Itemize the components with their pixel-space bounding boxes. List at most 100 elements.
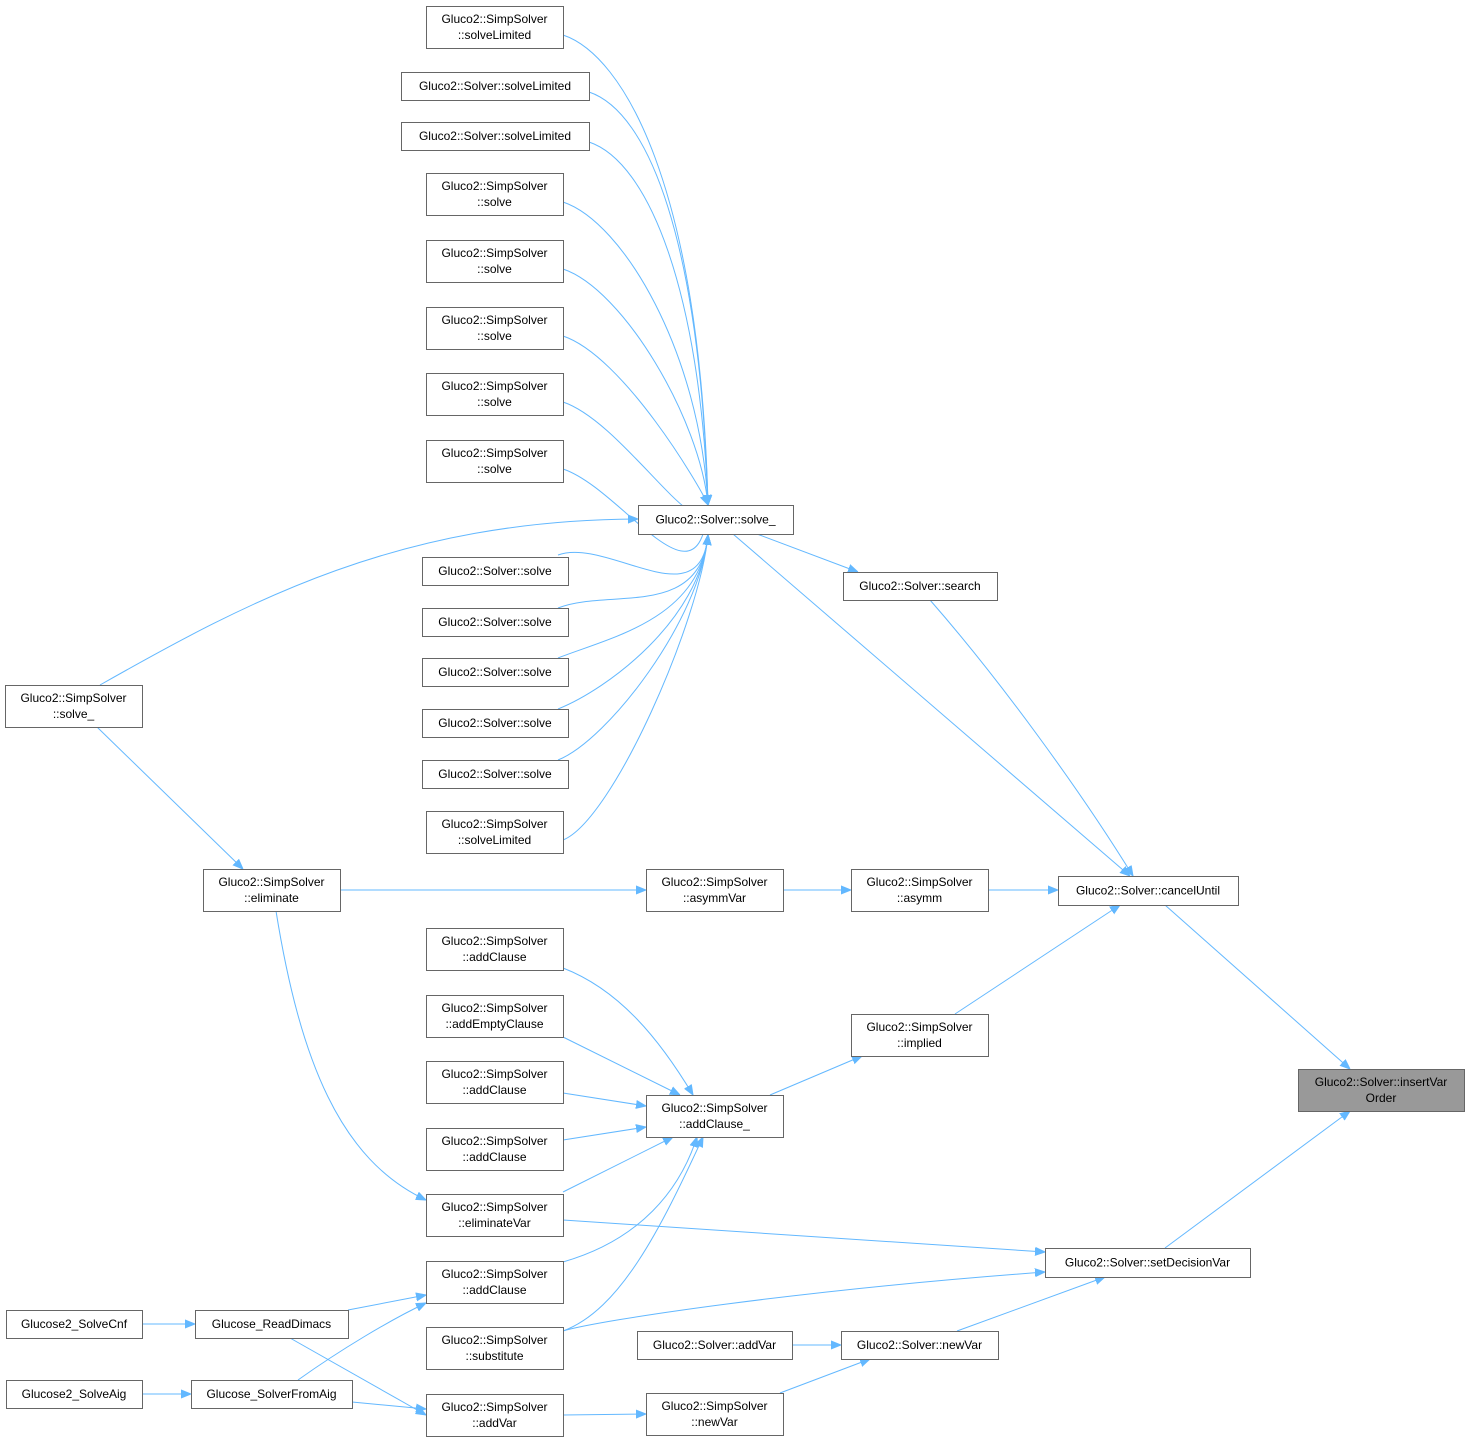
node-read-dimacs[interactable]: Glucose_ReadDimacs [195,1310,349,1339]
node-s-solve4[interactable]: Gluco2::Solver::solve [422,709,569,738]
node-box [6,1310,143,1339]
node-box [5,685,143,728]
node-add-clause2[interactable]: Gluco2::SimpSolver::addClause [426,1061,564,1104]
call-edge [562,1414,646,1415]
node-label: Gluco2::SimpSolver [661,875,767,889]
node-ss-solve5[interactable]: Gluco2::SimpSolver::solve [426,440,564,483]
node-box [203,869,341,912]
node-ss-solve1[interactable]: Gluco2::SimpSolver::solve [426,173,564,216]
node-s-solve1[interactable]: Gluco2::Solver::solve [422,557,569,586]
node-label: ::addClause [462,1283,526,1297]
node-eliminate-var[interactable]: Gluco2::SimpSolver::eliminateVar [426,1194,564,1237]
node-add-var-s[interactable]: Gluco2::Solver::addVar [637,1331,793,1360]
node-ss-solve3[interactable]: Gluco2::SimpSolver::solve [426,307,564,350]
node-label: Gluco2::SimpSolver [441,12,547,26]
node-box [422,760,569,789]
node-ss-solve2[interactable]: Gluco2::SimpSolver::solve [426,240,564,283]
call-edge [588,141,708,505]
call-edge [557,535,708,609]
node-box [6,1380,143,1409]
node-label: Gluco2::Solver::newVar [857,1338,982,1352]
node-new-var[interactable]: Gluco2::Solver::newVar [841,1331,999,1360]
node-box [191,1380,353,1409]
call-edge [557,535,708,575]
node-ss-solve-limited1[interactable]: Gluco2::SimpSolver::solveLimited [426,6,564,49]
node-label: Gluco2::Solver::setDecisionVar [1065,1256,1230,1270]
node-label: ::addClause_ [679,1117,750,1131]
node-label: Gluco2::SimpSolver [441,1333,547,1347]
call-edge [562,1137,697,1263]
call-edge [562,401,708,515]
node-label: Gluco2::Solver::addVar [653,1338,776,1352]
node-box [401,122,590,151]
node-box [1298,1069,1465,1112]
node-label: Order [1366,1091,1397,1105]
call-edge [756,533,858,572]
node-ss-solve4[interactable]: Gluco2::SimpSolver::solve [426,373,564,416]
node-cancel-until[interactable]: Gluco2::Solver::cancelUntil [1058,876,1239,906]
node-set-decision-var[interactable]: Gluco2::Solver::setDecisionVar [1045,1248,1251,1278]
node-box [426,995,564,1038]
node-ss-new-var[interactable]: Gluco2::SimpSolver::newVar [646,1393,784,1436]
node-box [422,608,569,637]
node-label: Gluco2::Solver::solveLimited [419,79,571,93]
node-label: ::solve_ [53,707,95,721]
node-asymm[interactable]: Gluco2::SimpSolver::asymm [851,869,989,912]
node-eliminate[interactable]: Gluco2::SimpSolver::eliminate [203,869,341,912]
node-s-solve2[interactable]: Gluco2::Solver::solve [422,608,569,637]
node-ss-solve-limited2[interactable]: Gluco2::SimpSolver::solveLimited [426,811,564,854]
nodes: Gluco2::Solver::insertVarOrderGluco2::So… [5,6,1465,1437]
node-label: Gluco2::SimpSolver [441,179,547,193]
node-ss-solve-underscore[interactable]: Gluco2::SimpSolver::solve_ [5,685,143,728]
node-label: Gluco2::SimpSolver [441,446,547,460]
node-add-clause-underscore[interactable]: Gluco2::SimpSolver::addClause_ [646,1095,784,1138]
node-solve-aig[interactable]: Glucose2_SolveAig [6,1380,143,1409]
call-edge [1164,904,1350,1069]
call-edge [557,535,708,659]
edges [96,34,1350,1415]
node-ss-add-var[interactable]: Gluco2::SimpSolver::addVar [426,1394,564,1437]
node-label: Gluco2::SimpSolver [441,1001,547,1015]
node-box [851,1014,989,1057]
node-label: Gluco2::Solver::solve_ [655,513,775,527]
node-s-solve-limited2[interactable]: Gluco2::Solver::solveLimited [401,122,590,151]
call-edge [732,533,1130,876]
node-asymm-var[interactable]: Gluco2::SimpSolver::asymmVar [646,869,784,912]
node-box [426,1327,564,1370]
node-solver-from-aig[interactable]: Glucose_SolverFromAig [191,1380,353,1409]
node-label: Glucose_ReadDimacs [212,1317,331,1331]
node-box [637,1331,793,1360]
node-box [426,6,564,49]
node-label: ::implied [897,1036,942,1050]
node-s-solve3[interactable]: Gluco2::Solver::solve [422,658,569,687]
node-implied[interactable]: Gluco2::SimpSolver::implied [851,1014,989,1057]
node-label: Gluco2::SimpSolver [866,875,972,889]
node-solve-underscore[interactable]: Gluco2::Solver::solve_ [638,505,794,535]
node-substitute[interactable]: Gluco2::SimpSolver::substitute [426,1327,564,1370]
node-box [646,869,784,912]
node-label: Gluco2::Solver::solve [438,767,552,781]
node-s-solve5[interactable]: Gluco2::Solver::solve [422,760,569,789]
node-solve-cnf[interactable]: Glucose2_SolveCnf [6,1310,143,1339]
node-box [401,72,590,101]
call-edge [275,910,426,1200]
node-box [422,557,569,586]
node-add-clause4[interactable]: Gluco2::SimpSolver::addClause [426,1261,564,1304]
call-edge [562,1137,673,1193]
node-label: ::solveLimited [458,833,531,847]
call-edge [956,1277,1105,1332]
node-add-empty-clause[interactable]: Gluco2::SimpSolver::addEmptyClause [426,995,564,1038]
call-edge [289,1337,426,1415]
node-s-solve-limited1[interactable]: Gluco2::Solver::solveLimited [401,72,590,101]
node-label: ::eliminateVar [458,1216,530,1230]
call-edge [562,1092,646,1106]
node-search[interactable]: Gluco2::Solver::search [843,572,998,601]
node-add-clause1[interactable]: Gluco2::SimpSolver::addClause [426,928,564,971]
node-add-clause3[interactable]: Gluco2::SimpSolver::addClause [426,1128,564,1171]
call-edge [297,1303,426,1381]
call-edge [562,1219,1045,1252]
node-box [1058,876,1239,906]
call-edge [588,91,708,505]
